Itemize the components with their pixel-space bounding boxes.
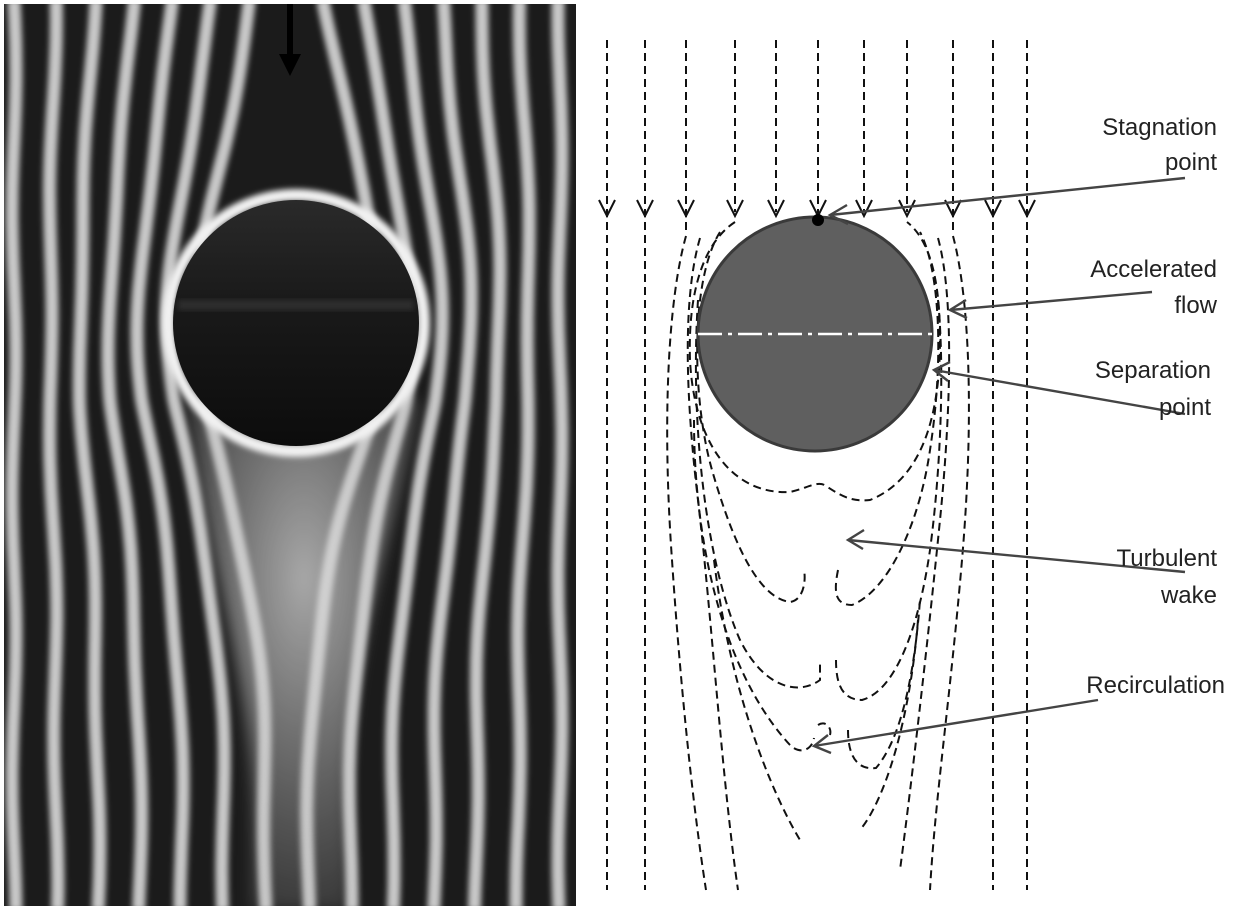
recirculation-leader: [814, 700, 1098, 746]
inner-streamlines-upstream: [686, 40, 953, 230]
smoke-streak: [12, 0, 16, 910]
flow-photograph: [4, 0, 576, 910]
stagnation-label-line2: point: [1165, 149, 1217, 176]
callout-labels: Stagnation point Accelerated flow Separa…: [1086, 114, 1225, 699]
cylinder: [698, 217, 932, 451]
smoke-streak: [558, 0, 562, 910]
stagnation-label-line1: Stagnation: [1102, 114, 1217, 141]
separation-label-line1: Separation: [1095, 357, 1211, 384]
stagnation-leader: [830, 178, 1185, 215]
cylinder-photo: [173, 200, 419, 446]
accelerated-label-line1: Accelerated: [1090, 256, 1217, 283]
outer-streamlines: [607, 40, 1027, 890]
cylinder-reflection: [178, 300, 414, 310]
accelerated-leader: [950, 292, 1152, 310]
turbulent-label-line2: wake: [1160, 582, 1217, 609]
separation-label-line2: point: [1159, 394, 1211, 421]
stagnation-point-marker: [812, 214, 824, 226]
recirculation-label: Recirculation: [1086, 672, 1225, 699]
accelerated-label-line2: flow: [1174, 292, 1217, 319]
turbulent-arrowhead-icon: [848, 530, 864, 549]
flow-schematic: Stagnation point Accelerated flow Separa…: [599, 40, 1225, 890]
turbulent-label-line1: Turbulent: [1117, 545, 1218, 572]
